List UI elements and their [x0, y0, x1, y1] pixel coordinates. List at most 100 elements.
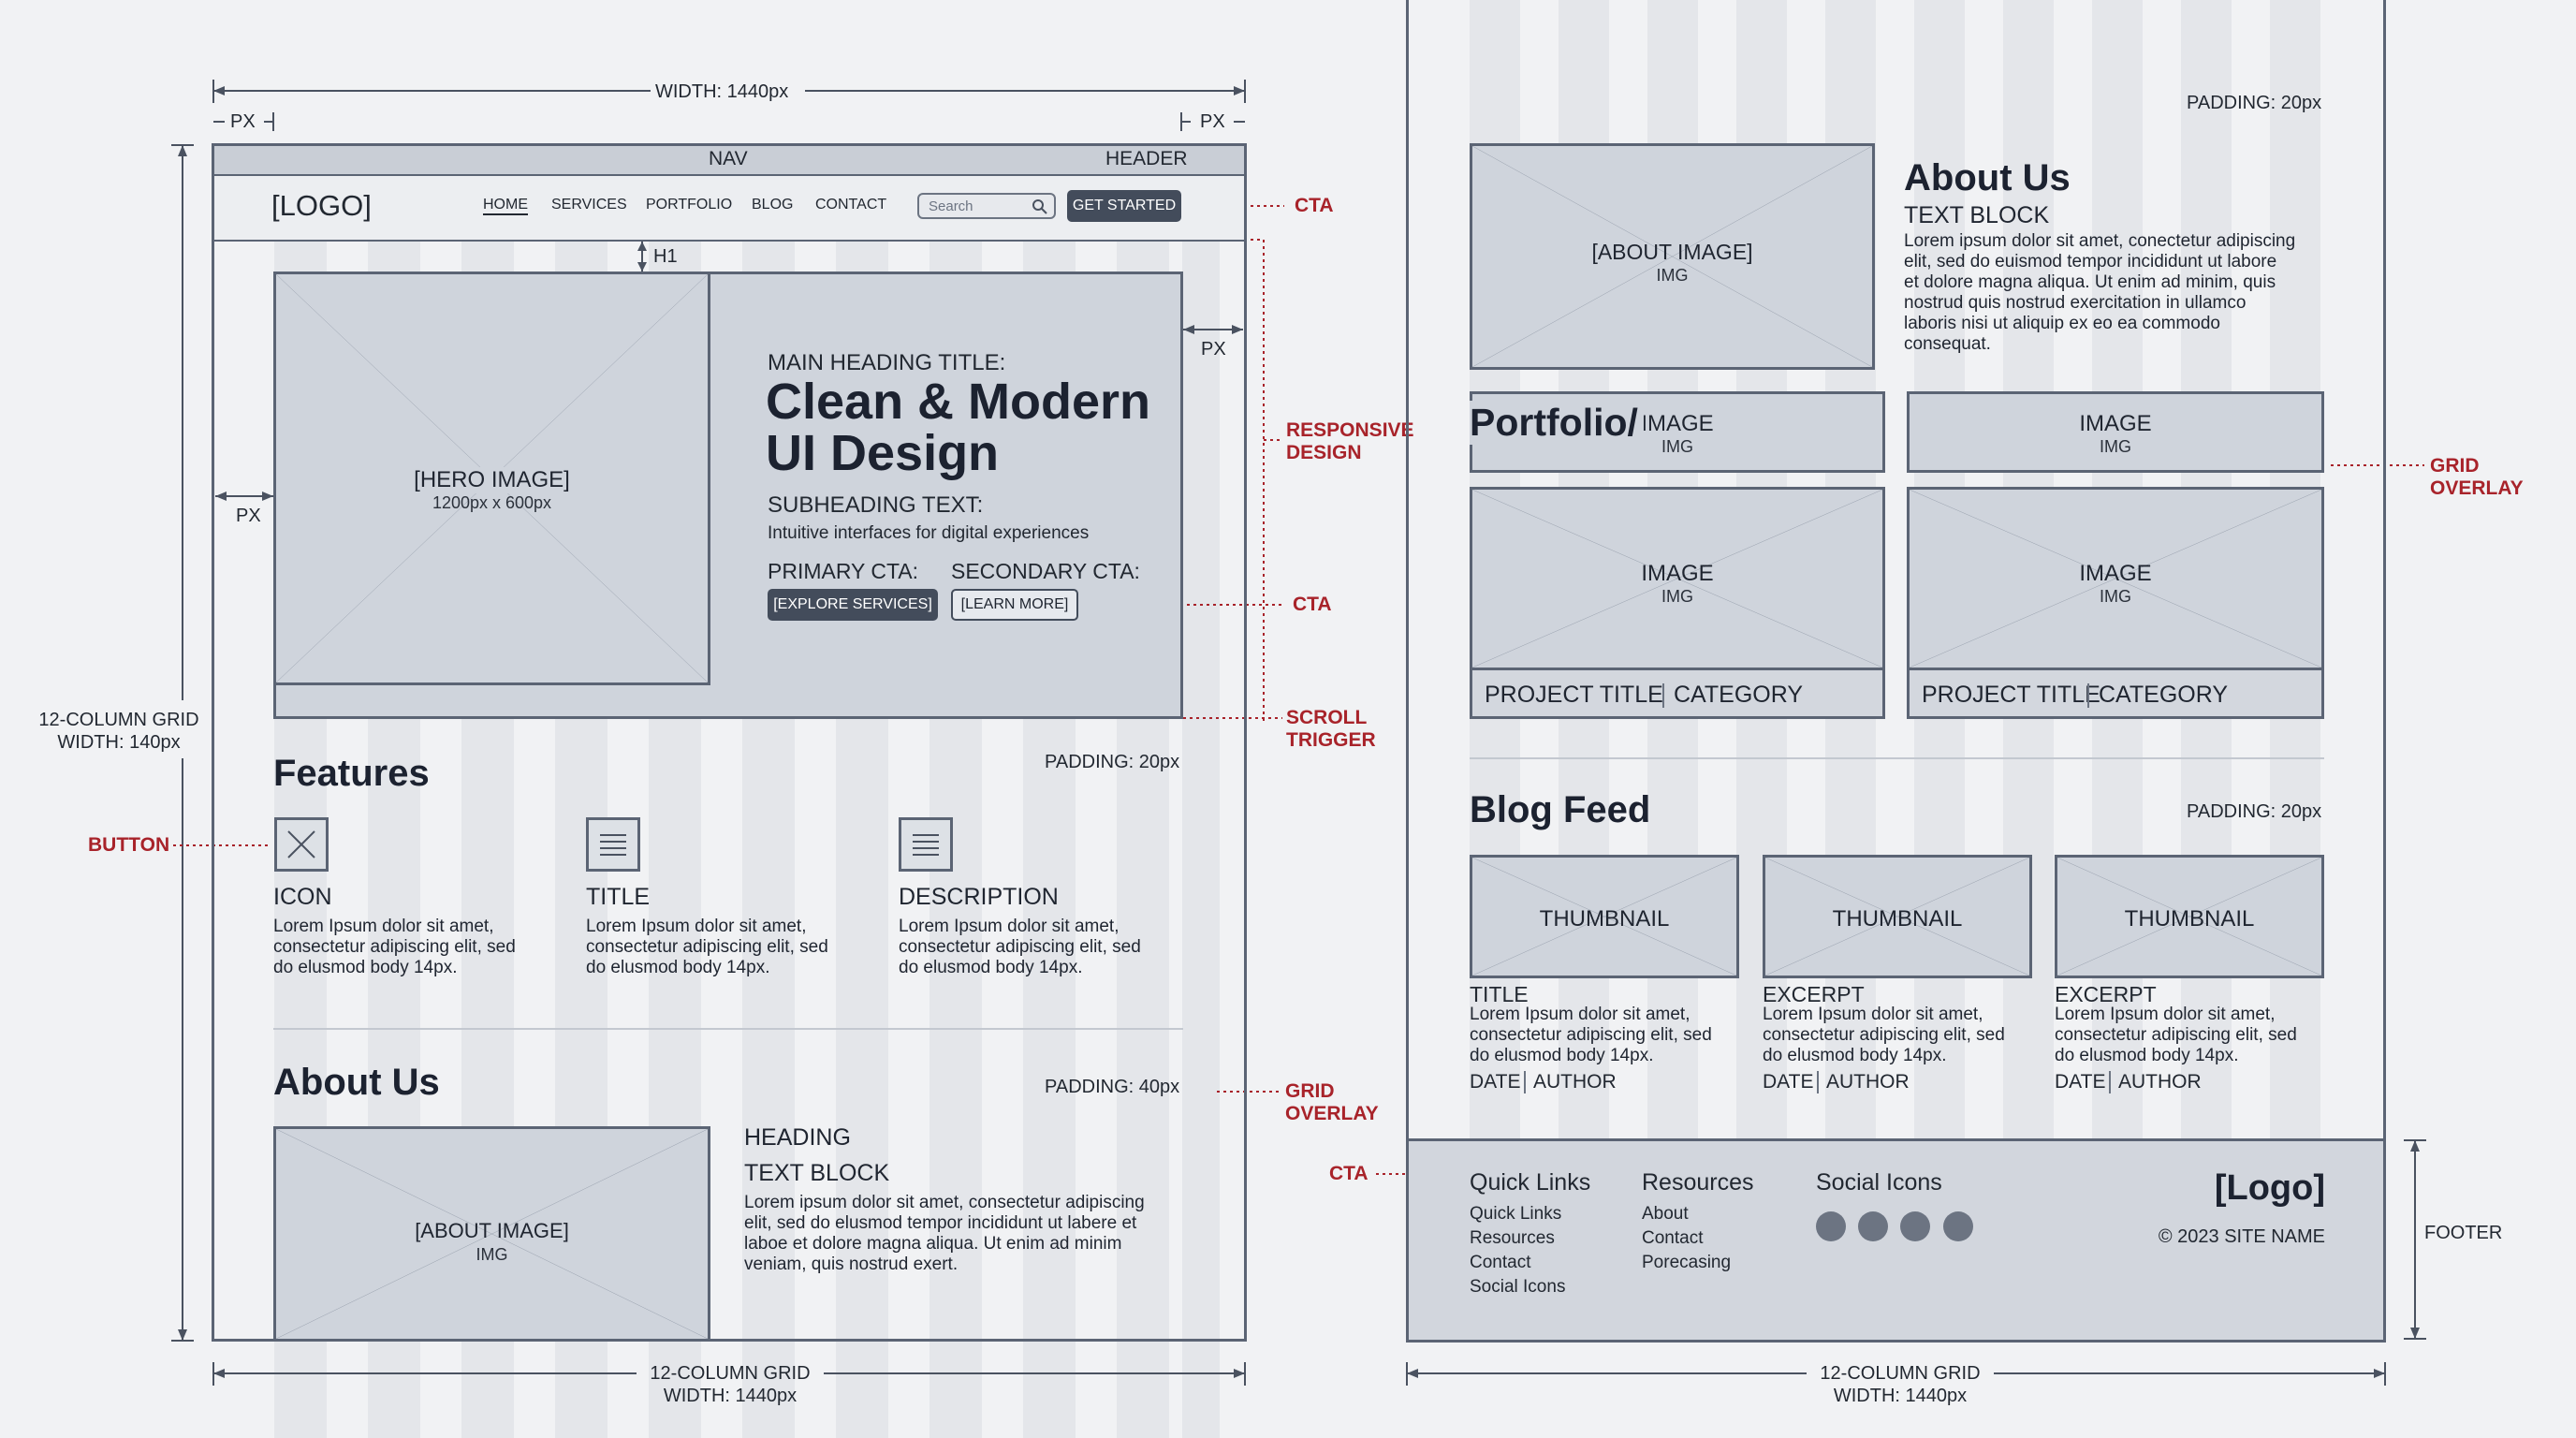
- footer-link[interactable]: Quick Links: [1470, 1204, 1562, 1224]
- divider: [273, 1028, 1183, 1030]
- image-sub: IMG: [1661, 437, 1693, 456]
- px-label: PX: [1200, 111, 1225, 132]
- features-title: Features: [273, 753, 430, 794]
- grid-width-label: 12-COLUMN GRID WIDTH: 1440px: [650, 1363, 811, 1406]
- social-icon[interactable]: [1816, 1211, 1846, 1241]
- blog-thumbnail[interactable]: THUMBNAIL: [1763, 855, 2032, 978]
- blog-card-heading: EXCERPT: [2055, 982, 2157, 1006]
- separator: [1817, 1071, 1819, 1093]
- about-heading: HEADING: [744, 1124, 851, 1151]
- copyright: © 2023 SITE NAME: [2158, 1226, 2325, 1247]
- blog-card-text: Lorem Ipsum dolor sit amet, consectetur …: [1763, 1005, 2005, 1065]
- search-icon: [1032, 199, 1047, 214]
- learn-more-button[interactable]: [LEARN MORE]: [951, 589, 1078, 621]
- blog-card-author: AUTHOR: [1533, 1071, 1617, 1093]
- thumbnail-label: THUMBNAIL: [1832, 906, 1963, 932]
- image-label: IMAGE: [1641, 411, 1714, 436]
- project-title: PROJECT TITLE: [1922, 682, 2100, 708]
- about-text: Lorem ipsum dolor sit amet, conectetur a…: [1904, 231, 2296, 354]
- logo[interactable]: [LOGO]: [271, 189, 372, 222]
- px-label: PX: [1201, 339, 1226, 360]
- thumbnail-label: THUMBNAIL: [2124, 906, 2255, 932]
- left-wireframe: [212, 143, 1247, 1342]
- grid-width-label: 12-COLUMN GRID WIDTH: 140px: [38, 710, 199, 753]
- padding-label: PADDING: 20px: [2187, 93, 2322, 113]
- padding-label: PADDING: 20px: [1045, 752, 1180, 772]
- quick-links-title: Quick Links: [1470, 1169, 1591, 1196]
- nav-item-portfolio[interactable]: PORTFOLIO: [646, 197, 733, 213]
- image-sub: IMG: [1661, 587, 1693, 606]
- about-text-block: TEXT BLOCK: [1904, 202, 2050, 228]
- primary-cta-label: PRIMARY CTA:: [768, 559, 919, 583]
- footer-link[interactable]: About: [1642, 1204, 1689, 1224]
- hero-title-line2: UI Design: [766, 425, 1000, 481]
- image-label: IMAGE: [1641, 561, 1714, 586]
- feature-text: Lorem Ipsum dolor sit amet, consectetur …: [899, 917, 1141, 977]
- blog-card-date: DATE: [1763, 1071, 1814, 1093]
- footer-link[interactable]: Social Icons: [1470, 1277, 1566, 1297]
- feature-heading: DESCRIPTION: [899, 884, 1059, 910]
- document-icon: [913, 834, 939, 856]
- separator: [2109, 1071, 2111, 1093]
- nav-item-contact[interactable]: CONTACT: [815, 197, 887, 213]
- search-input[interactable]: Search: [917, 193, 1056, 219]
- button-annotation: BUTTON: [88, 834, 170, 856]
- nav-label: NAV: [709, 148, 748, 169]
- grid-overlay-annotation: GRID OVERLAY: [2430, 455, 2524, 499]
- hero-image-size: 1200px x 600px: [432, 493, 552, 512]
- subheading-text: Intuitive interfaces for digital experie…: [768, 523, 1090, 543]
- header-bar: [214, 146, 1244, 176]
- portfolio-card[interactable]: IMAGE IMG PROJECT TITLE CATEGORY: [1470, 487, 1885, 719]
- footer-link[interactable]: Contact: [1470, 1253, 1531, 1272]
- image-sub: IMG: [2100, 587, 2131, 606]
- feature-heading: ICON: [273, 884, 332, 910]
- social-icon[interactable]: [1900, 1211, 1930, 1241]
- grid-column: [1182, 240, 1220, 1438]
- h1-label: H1: [653, 246, 678, 267]
- footer-link[interactable]: Resources: [1470, 1228, 1555, 1248]
- footer-link[interactable]: Porecasing: [1642, 1253, 1732, 1272]
- cta-annotation: CTA: [1329, 1163, 1368, 1184]
- thumbnail-label: THUMBNAIL: [1539, 906, 1670, 932]
- blog-thumbnail[interactable]: THUMBNAIL: [2055, 855, 2324, 978]
- footer: [1409, 1138, 2383, 1340]
- feature-icon-button[interactable]: [274, 817, 329, 872]
- header-label: HEADER: [1105, 148, 1188, 169]
- project-category: CATEGORY: [1674, 682, 1803, 708]
- blog-card-author: AUTHOR: [2118, 1071, 2202, 1093]
- nav-item-services[interactable]: SERVICES: [551, 197, 627, 213]
- document-icon: [600, 834, 626, 856]
- feature-text: Lorem Ipsum dolor sit amet, consectetur …: [586, 917, 828, 977]
- footer-label: FOOTER: [2424, 1223, 2503, 1243]
- about-text-block: TEXT BLOCK: [744, 1160, 890, 1186]
- cta-annotation: CTA: [1293, 594, 1332, 615]
- portfolio-title: Portfolio/: [1470, 401, 1644, 445]
- portfolio-caption: PROJECT TITLE CATEGORY: [1472, 668, 1882, 716]
- footer-logo[interactable]: [Logo]: [2214, 1168, 2325, 1208]
- explore-services-button[interactable]: [EXPLORE SERVICES]: [768, 589, 938, 621]
- padding-label: PADDING: 20px: [2187, 801, 2322, 822]
- get-started-button[interactable]: GET STARTED: [1067, 190, 1181, 222]
- about-image-label: [ABOUT IMAGE]: [1591, 240, 1753, 264]
- main-heading-label: MAIN HEADING TITLE:: [768, 350, 1006, 375]
- px-label: PX: [230, 111, 256, 132]
- footer-link[interactable]: Contact: [1642, 1228, 1704, 1248]
- blog-title: Blog Feed: [1470, 789, 1651, 830]
- about-image: [ABOUT IMAGE] IMG: [1470, 143, 1875, 370]
- image-label: IMAGE: [2079, 561, 2152, 586]
- right-frame-right-edge: [2383, 0, 2386, 1343]
- blog-card-text: Lorem Ipsum dolor sit amet, consectetur …: [2055, 1005, 2297, 1065]
- grid-overlay-annotation: GRID OVERLAY: [1285, 1080, 1379, 1124]
- project-title: PROJECT TITLE: [1485, 682, 1663, 708]
- social-icon[interactable]: [1858, 1211, 1888, 1241]
- portfolio-caption: PROJECT TITLE CATEGORY: [1910, 668, 2321, 716]
- portfolio-card[interactable]: IMAGE IMG PROJECT TITLE CATEGORY: [1907, 487, 2324, 719]
- image-sub: IMG: [2100, 437, 2131, 456]
- resources-title: Resources: [1642, 1169, 1754, 1196]
- portfolio-image: IMAGE IMG: [1907, 391, 2324, 473]
- social-icon[interactable]: [1943, 1211, 1973, 1241]
- px-label: PX: [236, 506, 261, 526]
- nav-item-home[interactable]: HOME: [483, 197, 528, 215]
- blog-thumbnail[interactable]: THUMBNAIL: [1470, 855, 1739, 978]
- nav-item-blog[interactable]: BLOG: [752, 197, 794, 213]
